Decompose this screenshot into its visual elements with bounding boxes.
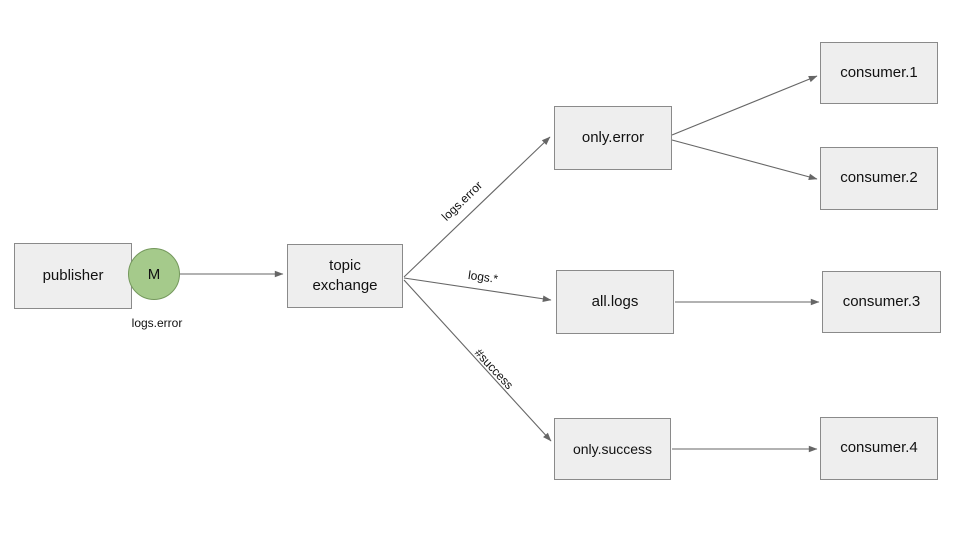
edge-only-error-to-consumer2 xyxy=(671,139,818,181)
queue-only-error-node: only.error xyxy=(554,106,672,170)
consumer-1-node: consumer.1 xyxy=(820,42,938,104)
message-routing-key-label: logs.error xyxy=(131,316,183,330)
topic-exchange-node: topic exchange xyxy=(287,244,403,308)
edge-exchange-to-only-success xyxy=(403,279,552,442)
edge-exchange-to-all-logs xyxy=(403,277,552,303)
message-circle: M xyxy=(128,248,180,300)
queue-all-logs-label: all.logs xyxy=(591,292,639,310)
publisher-label: publisher xyxy=(42,266,104,284)
queue-only-error-label: only.error xyxy=(581,128,645,146)
message-label: M xyxy=(147,265,161,283)
publisher-node: publisher xyxy=(14,243,132,309)
queue-only-success-label: only.success xyxy=(572,440,653,457)
consumer-2-label: consumer.2 xyxy=(840,169,918,187)
queue-only-success-node: only.success xyxy=(554,418,671,480)
edge-exchange-to-only-error xyxy=(403,136,551,278)
edge-only-error-to-consumer1 xyxy=(671,75,818,136)
consumer-3-node: consumer.3 xyxy=(822,271,941,333)
consumer-1-label: consumer.1 xyxy=(840,63,918,81)
consumer-4-label: consumer.4 xyxy=(840,439,918,457)
queue-all-logs-node: all.logs xyxy=(556,270,674,334)
consumer-2-node: consumer.2 xyxy=(820,147,938,210)
consumer-4-node: consumer.4 xyxy=(820,417,938,480)
consumer-3-label: consumer.3 xyxy=(842,292,921,310)
topic-exchange-label: topic exchange xyxy=(312,256,378,294)
